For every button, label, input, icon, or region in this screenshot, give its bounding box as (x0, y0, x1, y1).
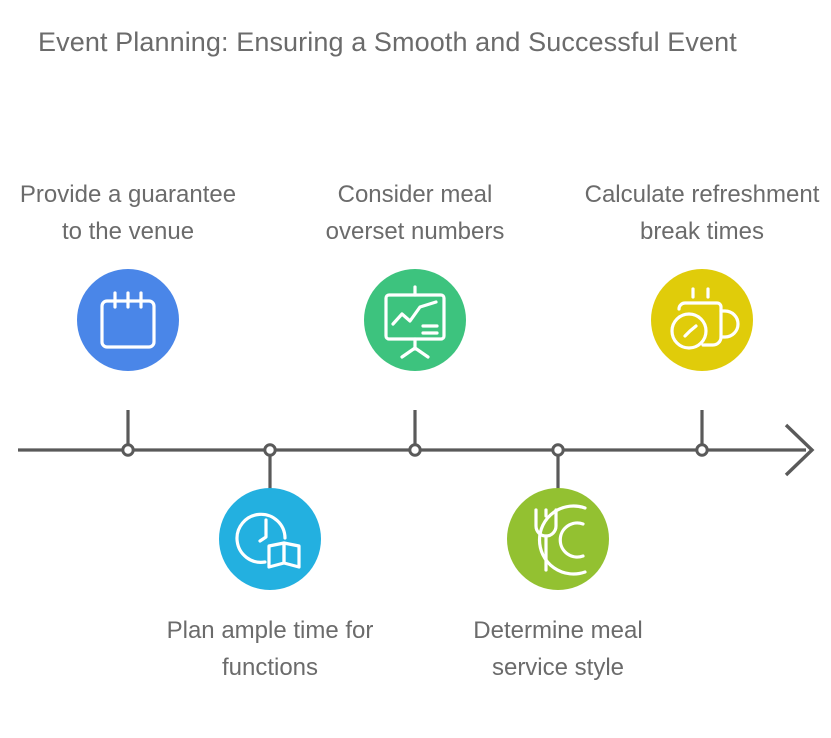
calendar-icon (100, 291, 156, 349)
milestone-bubble-refreshment-breaks[interactable] (651, 269, 753, 371)
milestone-label: Provide a guarantee to the venue (19, 181, 237, 245)
milestone-bubble-meal-service-style[interactable] (507, 488, 609, 590)
clock-book-icon (235, 512, 301, 569)
milestone-bubble-meal-overset[interactable] (364, 269, 466, 371)
timeline-arrow-icon (784, 423, 815, 477)
page-title: Event Planning: Ensuring a Smooth and Su… (38, 27, 737, 57)
milestone-bubble-provide-guarantee[interactable] (77, 269, 179, 371)
presentation-chart-icon (384, 285, 446, 359)
milestone-refreshment-breaks[interactable]: Calculate refreshment break times (582, 176, 822, 371)
milestone-meal-service-style[interactable]: Determine meal service style (438, 488, 678, 686)
milestone-provide-guarantee[interactable]: Provide a guarantee to the venue (8, 176, 248, 371)
timeline-node (263, 443, 277, 457)
milestone-meal-overset[interactable]: Consider meal overset numbers (295, 176, 535, 371)
milestone-label: Plan ample time for functions (166, 617, 374, 681)
milestone-label: Consider meal overset numbers (325, 181, 505, 245)
milestone-plan-time[interactable]: Plan ample time for functions (150, 488, 390, 686)
coffee-clock-icon (670, 287, 740, 350)
timeline-node (121, 443, 135, 457)
timeline-node (551, 443, 565, 457)
milestone-label: Calculate refreshment break times (584, 181, 820, 245)
timeline-node (695, 443, 709, 457)
timeline-node (408, 443, 422, 457)
milestone-label: Determine meal service style (473, 617, 643, 681)
fork-plate-icon (534, 504, 587, 576)
milestone-bubble-plan-time[interactable] (219, 488, 321, 590)
